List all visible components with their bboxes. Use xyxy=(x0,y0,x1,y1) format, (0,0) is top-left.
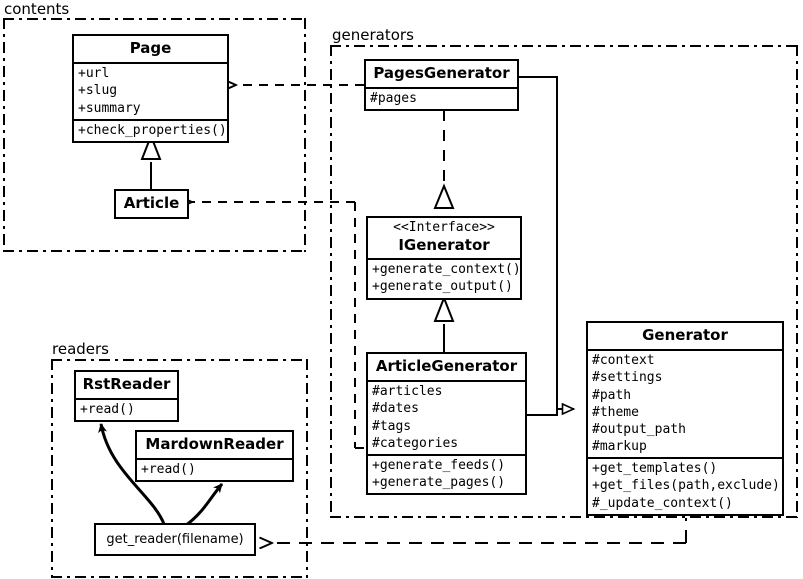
class-attributes-page: +url +slug +summary xyxy=(74,62,227,118)
class-attributes-articlegenerator: #articles #dates #tags #categories xyxy=(368,380,525,454)
attribute-row: #tags xyxy=(372,418,412,434)
method-row: +generate_feeds() xyxy=(372,457,506,473)
class-box-page[interactable]: Page +url +slug +summary +check_properti… xyxy=(72,34,229,143)
package-label-generators: generators xyxy=(332,26,414,44)
class-box-pagesgenerator[interactable]: PagesGenerator #pages xyxy=(364,59,519,112)
attribute-row: #categories xyxy=(372,435,459,451)
package-readers-border-left xyxy=(51,359,53,578)
class-box-rstreader[interactable]: RstReader +read() xyxy=(74,370,179,423)
class-title-igenerator: IGenerator xyxy=(398,235,490,254)
class-title-generator: Generator xyxy=(642,326,728,344)
package-label-contents: contents xyxy=(4,0,70,18)
class-methods-rstreader: +read() xyxy=(76,398,177,420)
class-stereotype-igenerator: <<Interface>> xyxy=(393,220,495,235)
attribute-row: #path xyxy=(592,387,632,403)
class-title-article: Article xyxy=(123,194,180,212)
class-methods-mardownreader: +read() xyxy=(137,458,292,480)
class-box-article[interactable]: Article xyxy=(114,189,189,220)
attribute-row: #dates xyxy=(372,401,419,417)
method-row: +check_properties() xyxy=(78,122,227,138)
class-box-mardownreader[interactable]: MardownReader +read() xyxy=(135,430,294,483)
package-generators-border-top xyxy=(330,45,798,47)
attribute-row: #context xyxy=(592,353,655,369)
method-row: +read() xyxy=(141,462,196,478)
class-attributes-pagesgenerator: #pages xyxy=(366,87,517,109)
attribute-row: #markup xyxy=(592,439,647,455)
relation-pagesgenerator-realizes-igenerator xyxy=(433,110,455,209)
relation-getreader-creates-mardownreader xyxy=(184,483,224,528)
method-row: +generate_context() xyxy=(372,262,521,278)
function-box-get-reader[interactable]: get_reader(filename) xyxy=(94,523,256,556)
attribute-row: #output_path xyxy=(592,421,686,437)
class-title-page: Page xyxy=(129,39,172,57)
class-title-articlegenerator: ArticleGenerator xyxy=(375,357,518,375)
relation-generator-depends-getreader xyxy=(272,518,687,543)
relation-articlegenerator-generalizes-generator xyxy=(527,409,558,416)
attribute-row: +slug xyxy=(78,83,118,99)
class-methods-articlegenerator: +generate_feeds() +generate_pages() xyxy=(368,453,525,493)
method-row: +get_templates() xyxy=(592,461,718,477)
package-label-readers: readers xyxy=(52,340,109,358)
package-contents-border-right xyxy=(304,18,306,252)
package-contents-border-top xyxy=(3,18,306,20)
relation-generators-depends-article xyxy=(192,202,366,449)
package-contents-border-left xyxy=(3,18,5,252)
package-readers-border-bottom xyxy=(51,576,308,578)
package-contents-border-bottom xyxy=(3,250,306,252)
attribute-row: #articles xyxy=(372,384,443,400)
package-readers-border-right xyxy=(306,359,308,578)
attribute-row: #theme xyxy=(592,404,639,420)
method-row: +read() xyxy=(80,402,135,418)
method-row: #_update_context() xyxy=(592,495,733,511)
method-row: +get_files(path,exclude) xyxy=(592,478,780,494)
method-row: +generate_pages() xyxy=(372,475,506,491)
attribute-row: #settings xyxy=(592,370,663,386)
class-title-rstreader: RstReader xyxy=(82,375,171,393)
package-generators-border-left xyxy=(330,45,332,518)
relation-pagesgenerator-generalizes-generator xyxy=(519,76,574,409)
class-title-mardownreader: MardownReader xyxy=(145,435,284,453)
class-methods-igenerator: +generate_context() +generate_output() xyxy=(368,258,521,297)
method-row: +generate_output() xyxy=(372,279,513,295)
class-methods-generator: +get_templates() +get_files(path,exclude… xyxy=(588,457,782,513)
class-title-pagesgenerator: PagesGenerator xyxy=(373,64,510,82)
class-methods-page: +check_properties() xyxy=(74,118,227,141)
class-box-igenerator[interactable]: <<Interface>> IGenerator +generate_conte… xyxy=(366,216,522,300)
package-generators-border-bottom xyxy=(330,516,798,518)
package-readers-border-top xyxy=(51,359,308,361)
relation-articlegenerator-realizes-igenerator xyxy=(433,295,455,352)
relation-article-generalizes-page xyxy=(140,133,162,190)
function-label-get-reader: get_reader(filename) xyxy=(106,532,244,547)
attribute-row: #pages xyxy=(370,91,417,107)
class-box-generator[interactable]: Generator #context #settings #path #them… xyxy=(586,321,784,516)
package-generators-border-right xyxy=(796,45,798,518)
attribute-row: +summary xyxy=(78,100,141,116)
attribute-row: +url xyxy=(78,66,110,82)
class-box-articlegenerator[interactable]: ArticleGenerator #articles #dates #tags … xyxy=(366,352,527,496)
class-attributes-generator: #context #settings #path #theme #output_… xyxy=(588,349,782,457)
